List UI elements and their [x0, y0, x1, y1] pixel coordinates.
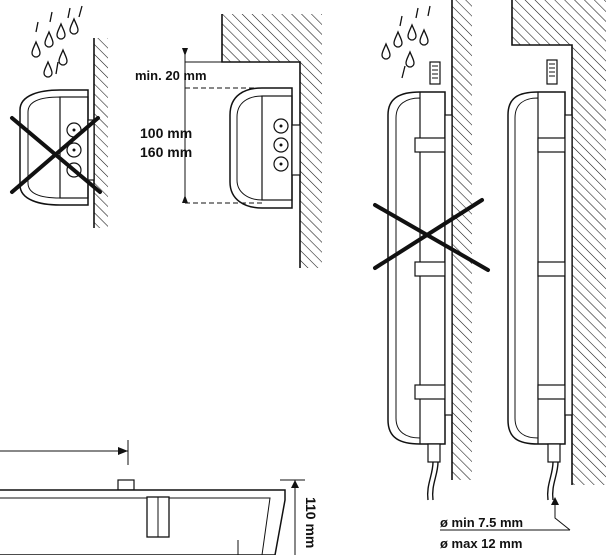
wall-hatch-icon [221, 14, 322, 268]
panel-long-wrong [373, 0, 490, 501]
dimension-lines [280, 479, 305, 555]
height-label-small: 100 mm [140, 125, 192, 141]
cable-min-label: ø min 7.5 mm [440, 515, 523, 530]
height-label-large: 160 mm [140, 144, 192, 160]
clearance-label: min. 20 mm [135, 68, 207, 83]
depth-label: 110 mm [303, 497, 319, 548]
wrong-cross-icon [10, 116, 102, 194]
cable-callout [440, 497, 571, 531]
rain-drops-icon [31, 5, 83, 78]
wall-hatch-icon [451, 0, 472, 480]
panel-long-correct: ø min 7.5 mm ø max 12 mm [440, 0, 606, 551]
rain-drops-icon [381, 5, 431, 79]
panel-depth: 110 mm [0, 440, 319, 556]
panel-small-wrong [10, 5, 108, 228]
wall-hatch-icon [93, 38, 108, 228]
luminaire-bottom-top-view [0, 479, 286, 556]
luminaire-long-side [507, 59, 573, 501]
wrong-cross-icon [373, 198, 490, 272]
luminaire-small-side [229, 87, 301, 209]
luminaire-long-side [387, 61, 453, 501]
wall-hatch-icon [511, 0, 606, 485]
panel-small-correct: min. 20 mm 100 mm 160 mm [135, 14, 322, 268]
luminaire-small-side [19, 89, 95, 206]
cable-max-label: ø max 12 mm [440, 536, 522, 551]
dimension-lines [182, 48, 296, 204]
